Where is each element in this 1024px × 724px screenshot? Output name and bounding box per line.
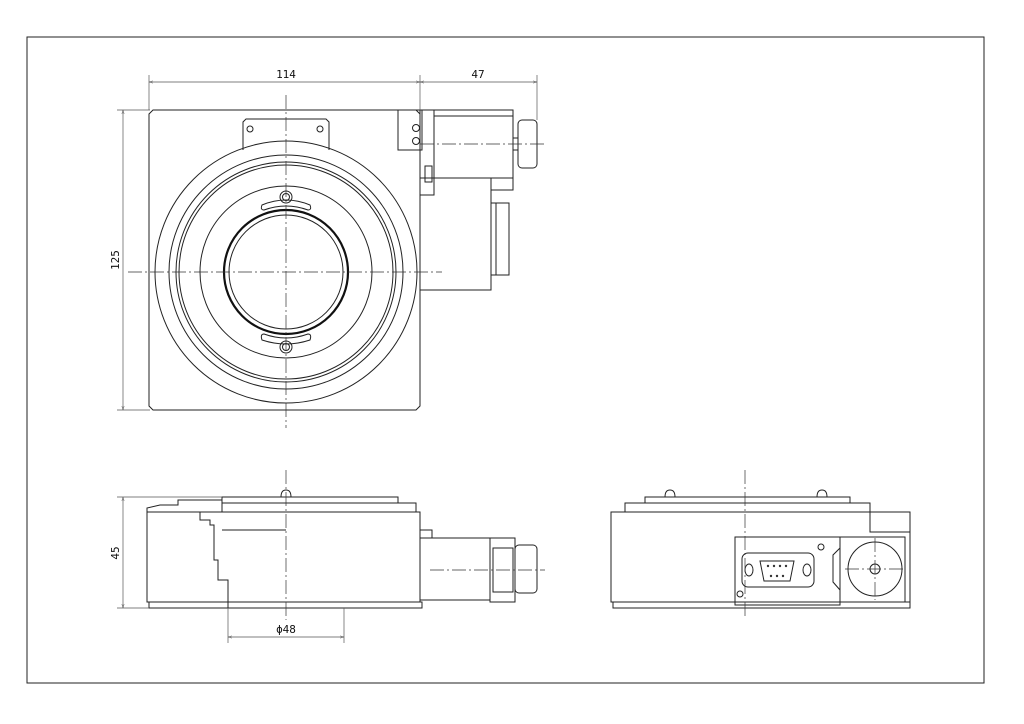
dimension-125: 125 — [109, 109, 150, 411]
motor-body — [419, 537, 491, 601]
screw-icon — [246, 125, 254, 133]
connector-panel — [734, 536, 841, 606]
dimension-label: 114 — [276, 68, 296, 81]
adjust-slot-top — [260, 199, 312, 211]
motor-knob — [514, 544, 538, 594]
screw-icon — [817, 543, 825, 551]
connector — [490, 202, 510, 276]
dimension-label: 45 — [109, 546, 122, 559]
stage-body — [610, 511, 911, 603]
adjust-slot-bottom — [260, 333, 312, 345]
side-view — [146, 470, 545, 620]
dimension-47: 47 — [420, 68, 538, 120]
top-view — [128, 95, 545, 428]
dimension-114: 114 — [148, 68, 421, 110]
screw-icon — [736, 590, 744, 598]
front-view — [610, 470, 911, 617]
drawing-frame — [26, 36, 985, 684]
top-plate — [221, 496, 399, 504]
db9-connector-icon — [741, 552, 815, 588]
dimension-label: ϕ48 — [276, 623, 296, 636]
screw-icon — [664, 489, 676, 498]
dimension-45: 45 — [109, 496, 222, 609]
dimension-phi48: ϕ48 — [227, 608, 345, 643]
dimension-label: 47 — [471, 68, 484, 81]
screw-icon — [412, 124, 420, 132]
screw-icon — [816, 489, 828, 498]
screw-icon — [316, 125, 324, 133]
top-plate — [644, 496, 851, 504]
base-plate — [148, 109, 421, 411]
stage-body — [146, 511, 421, 603]
screw-icon — [280, 489, 292, 498]
dimension-label: 125 — [109, 250, 122, 270]
motor-bracket — [397, 109, 423, 151]
screw-icon — [412, 137, 420, 145]
